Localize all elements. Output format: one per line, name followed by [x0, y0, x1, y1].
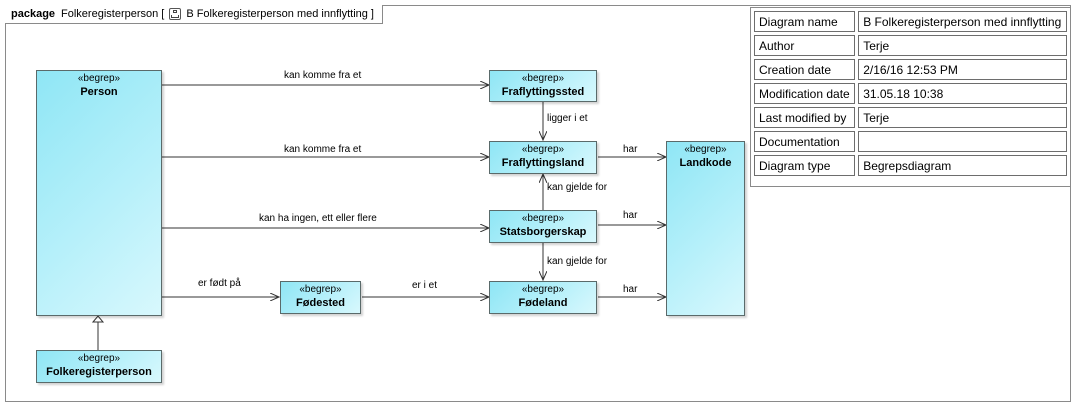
class-name: Landkode: [679, 157, 732, 169]
info-value: B Folkeregisterperson med innflytting: [858, 11, 1067, 32]
label-statsborgerskap-fraflyttingsland: kan gjelde for: [547, 182, 608, 193]
info-value: 31.05.18 10:38: [858, 83, 1067, 104]
label-person-fodested: er født på: [198, 278, 241, 289]
stereotype: «begrep»: [77, 353, 121, 364]
frame-keyword: package: [11, 8, 56, 20]
label-person-fraflyttingsland: kan komme fra et: [284, 144, 362, 155]
class-person[interactable]: «begrep» Person: [36, 70, 162, 316]
class-name: Folkeregisterperson: [46, 366, 152, 378]
info-key: Author: [754, 35, 856, 56]
class-statsborgerskap[interactable]: «begrep» Statsborgerskap: [489, 210, 597, 243]
class-fraflyttingsland[interactable]: «begrep» Fraflyttingsland: [489, 141, 597, 174]
stereotype: «begrep»: [521, 144, 565, 155]
bracket-open: [: [161, 8, 165, 20]
diagram-icon: [169, 8, 182, 20]
stereotype: «begrep»: [521, 73, 565, 84]
label-statsborgerskap-landkode: har: [623, 210, 638, 221]
info-value: Terje: [858, 35, 1067, 56]
package-name: Folkeregisterperson: [61, 8, 159, 20]
info-value: Begrepsdiagram: [858, 155, 1067, 176]
frame-header: package Folkeregisterperson [ B Folkereg…: [5, 5, 383, 24]
label-fraflyttingssted-fraflyttingsland: ligger i et: [547, 113, 588, 124]
info-key: Last modified by: [754, 107, 856, 128]
bracket-close: ]: [370, 8, 374, 20]
table-row: Documentation: [754, 131, 1067, 152]
class-fodeland[interactable]: «begrep» Fødeland: [489, 281, 597, 314]
label-fraflyttingsland-landkode: har: [623, 144, 638, 155]
generalization-triangle: [91, 315, 105, 323]
class-name: Person: [80, 86, 118, 98]
stereotype: «begrep»: [521, 213, 565, 224]
diagram-name: B Folkeregisterperson med innflytting: [186, 8, 368, 20]
class-landkode[interactable]: «begrep» Landkode: [666, 141, 745, 316]
class-name: Statsborgerskap: [499, 226, 587, 238]
info-key: Modification date: [754, 83, 856, 104]
label-person-statsborgerskap: kan ha ingen, ett eller flere: [259, 213, 377, 224]
stereotype: «begrep»: [521, 284, 565, 295]
info-key: Diagram type: [754, 155, 856, 176]
class-name: Fraflyttingssted: [501, 86, 585, 98]
class-name: Fødested: [296, 297, 345, 309]
stereotype: «begrep»: [77, 73, 121, 84]
info-value: Terje: [858, 107, 1067, 128]
class-folkeregisterperson[interactable]: «begrep» Folkeregisterperson: [36, 350, 162, 383]
stereotype: «begrep»: [684, 144, 727, 155]
stereotype: «begrep»: [299, 284, 342, 295]
info-key: Diagram name: [754, 11, 856, 32]
class-fodested[interactable]: «begrep» Fødested: [280, 281, 361, 314]
class-name: Fødeland: [518, 297, 568, 309]
label-statsborgerskap-fodeland: kan gjelde for: [547, 256, 608, 267]
info-value: 2/16/16 12:53 PM: [858, 59, 1067, 80]
label-fodested-fodeland: er i et: [412, 280, 438, 291]
class-name: Fraflyttingsland: [501, 157, 585, 169]
info-value: [858, 131, 1067, 152]
info-key: Creation date: [754, 59, 856, 80]
label-fodeland-landkode: har: [623, 284, 638, 295]
label-person-fraflyttingssted: kan komme fra et: [284, 70, 362, 81]
class-fraflyttingssted[interactable]: «begrep» Fraflyttingssted: [489, 70, 597, 102]
info-key: Documentation: [754, 131, 856, 152]
